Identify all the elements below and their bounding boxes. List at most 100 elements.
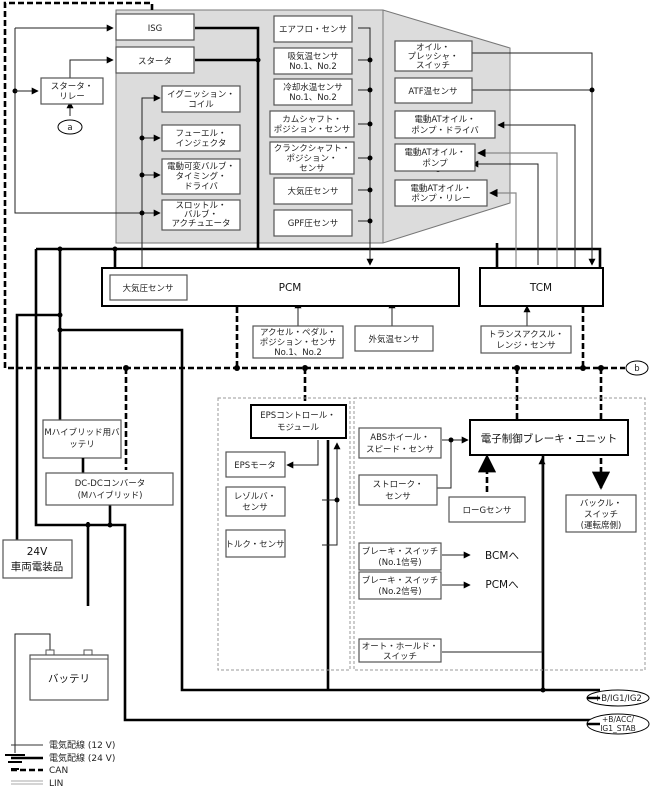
svg-text:クランクシャフト・: クランクシャフト・: [274, 144, 351, 154]
24v-isg-feed: [195, 26, 260, 249]
dcdc-converter-box[interactable]: DC-DCコンバータ (Mハイブリッド): [45, 472, 174, 506]
abs-wheel-speed-sensor-box[interactable]: ABSホイール・ スピード・センサ: [358, 427, 442, 459]
svg-text:プレッシャ・: プレッシャ・: [407, 52, 458, 62]
svg-text:IG1_STAB: IG1_STAB: [600, 724, 636, 733]
svg-text:ISG: ISG: [148, 24, 163, 34]
svg-text:ドライバ: ドライバ: [184, 182, 218, 192]
stroke-sensor-box[interactable]: ストローク・ センサ: [358, 474, 438, 506]
airflow-sensor-box[interactable]: エアフロ・センサ: [273, 15, 353, 43]
camshaft-sensor-box[interactable]: カムシャフト・ ポジション・センサ: [269, 110, 355, 138]
svg-text:ポジション・センサ: ポジション・センサ: [260, 338, 337, 348]
brake-switch-1-box[interactable]: ブレーキ・スイッチ (No.1信号): [358, 542, 442, 571]
svg-text:EPSモータ: EPSモータ: [234, 461, 275, 471]
svg-text:スイッチ: スイッチ: [416, 61, 450, 71]
svg-text:+B/ACC/: +B/ACC/: [602, 715, 634, 724]
svg-text:バルブ・: バルブ・: [184, 209, 218, 220]
svg-text:ポンプ: ポンプ: [422, 159, 448, 169]
svg-text:フューエル・: フューエル・: [175, 129, 226, 139]
mhybrid-battery-box[interactable]: Mハイブリッド用バ ッテリ: [42, 419, 122, 459]
svg-text:(No.2信号): (No.2信号): [378, 586, 421, 597]
oil-pressure-switch-box[interactable]: オイル・ プレッシャ・ スイッチ: [394, 40, 473, 72]
crankshaft-sensor-box[interactable]: クランクシャフト・ ポジション・ センサ: [269, 141, 355, 175]
legend-12v: 電気配線 (12 V): [49, 739, 115, 751]
connector-b: [625, 360, 649, 376]
svg-text:大気圧センサ: 大気圧センサ: [287, 186, 338, 197]
svg-text:ストローク・: ストローク・: [373, 480, 424, 490]
intake-temp-sensor-box[interactable]: 吸気温センサ No.1、No.2: [273, 47, 353, 75]
24v-equipment-box[interactable]: 24V 車両電装品: [2, 539, 73, 579]
svg-text:センサ: センサ: [242, 503, 268, 513]
svg-text:エアフロ・センサ: エアフロ・センサ: [279, 25, 347, 35]
brake-switch-2-box[interactable]: ブレーキ・スイッチ (No.2信号): [358, 571, 442, 600]
svg-text:コイル: コイル: [188, 100, 214, 110]
buckle-switch-box[interactable]: バックル・ スイッチ (運転席側): [565, 494, 637, 533]
svg-text:スイッチ: スイッチ: [584, 510, 618, 520]
range-sensor-box[interactable]: トランスアクスル・ レンジ・センサ: [480, 325, 572, 354]
oil-pump-relay-box[interactable]: 電動ATオイル・ ポンプ・リレー: [394, 179, 488, 207]
resolver-sensor-box[interactable]: レゾルバ・ センサ: [225, 486, 286, 517]
svg-text:ABSホイール・: ABSホイール・: [370, 433, 429, 443]
pcm-internal-baro-sensor[interactable]: 大気圧センサ: [109, 274, 188, 301]
tcm-box[interactable]: TCM: [479, 267, 604, 307]
svg-text:スタータ: スタータ: [138, 57, 172, 67]
svg-text:トルク・センサ: トルク・センサ: [225, 540, 284, 550]
svg-text:ポンプ・ドライバ: ポンプ・ドライバ: [411, 126, 479, 136]
connector-b-label: b: [634, 364, 639, 374]
svg-text:ブレーキ・スイッチ: ブレーキ・スイッチ: [362, 575, 439, 586]
svg-text:電動ATオイル・: 電動ATオイル・: [414, 114, 475, 125]
torque-sensor-box[interactable]: トルク・センサ: [225, 529, 286, 558]
eps-motor-box[interactable]: EPSモータ: [225, 451, 286, 478]
gpf-sensor-box[interactable]: GPF圧センサ: [273, 209, 353, 237]
accel-pedal-sensor-box[interactable]: アクセル・ペダル・ ポジション・センサ No.1、No.2: [252, 325, 344, 359]
to-bcm-label: BCMへ: [485, 550, 519, 562]
ambient-temp-sensor-box[interactable]: 外気温センサ: [354, 325, 434, 352]
svg-text:ATF温センサ: ATF温センサ: [408, 86, 457, 97]
isg-box[interactable]: ISG: [115, 13, 195, 41]
throttle-actuator-box[interactable]: スロットル・ バルブ・ アクチュエータ: [161, 199, 241, 231]
svg-text:DC-DCコンバータ: DC-DCコンバータ: [75, 479, 146, 489]
fuel-injector-box[interactable]: フューエル・ インジェクタ: [161, 124, 241, 152]
svg-text:電子制御ブレーキ・ユニット: 電子制御ブレーキ・ユニット: [481, 432, 618, 445]
starter-relay-box[interactable]: スタータ・ リレー: [40, 77, 104, 105]
low-g-sensor-box[interactable]: ローGセンサ: [448, 496, 526, 523]
brake-zone: [353, 397, 646, 671]
legend-24v: 電気配線 (24 V): [49, 752, 115, 764]
legend: 電気配線 (12 V) 電気配線 (24 V) CAN LIN: [11, 739, 115, 789]
oil-pump-driver-box[interactable]: 電動ATオイル・ ポンプ・ドライバ: [394, 110, 496, 139]
svg-text:大気圧センサ: 大気圧センサ: [122, 283, 173, 294]
svg-text:PCM: PCM: [279, 282, 302, 294]
svg-text:(Mハイブリッド): (Mハイブリッド): [78, 490, 143, 501]
power-ig1-ig2-label: +B/IG1/IG2: [594, 694, 642, 704]
baro-sensor-box[interactable]: 大気圧センサ: [273, 177, 353, 205]
coolant-temp-sensor-box[interactable]: 冷却水温センサ No.1、No.2: [273, 78, 353, 106]
legend-can: CAN: [49, 766, 68, 776]
svg-text:電動ATオイル・: 電動ATオイル・: [410, 183, 471, 194]
starter-box[interactable]: スタータ: [115, 46, 195, 74]
svg-text:トランスアクスル・: トランスアクスル・: [488, 330, 564, 340]
svg-text:インジェクタ: インジェクタ: [176, 139, 227, 149]
vvt-driver-box[interactable]: 電動可変バルブ・ タイミング・ ドライバ: [161, 158, 241, 195]
can-bus-outer-loop: [3, 1, 625, 370]
svg-text:No.1、No.2: No.1、No.2: [274, 348, 322, 358]
auto-hold-switch-box[interactable]: オート・ホールド・ スイッチ: [358, 638, 442, 663]
svg-text:スロットル・: スロットル・: [175, 201, 226, 211]
eps-module-box[interactable]: EPSコントロール・ モジュール: [250, 404, 347, 439]
svg-text:ポジション・センサ: ポジション・センサ: [274, 125, 351, 135]
svg-text:ブレーキ・スイッチ: ブレーキ・スイッチ: [362, 546, 439, 557]
svg-text:スタータ・: スタータ・: [51, 82, 94, 92]
svg-text:カムシャフト・: カムシャフト・: [282, 115, 342, 125]
oil-pump-box[interactable]: 電動ATオイル・ ポンプ: [394, 143, 476, 172]
svg-text:ローGセンサ: ローGセンサ: [462, 506, 511, 516]
svg-text:No.1、No.2: No.1、No.2: [289, 93, 337, 103]
svg-text:No.1、No.2: No.1、No.2: [289, 62, 337, 72]
ignition-coil-box[interactable]: イグニッション・ コイル: [161, 85, 241, 113]
battery-box[interactable]: バッテリ: [29, 649, 109, 701]
atf-temp-sensor-box[interactable]: ATF温センサ: [394, 77, 473, 104]
svg-text:センサ: センサ: [385, 492, 411, 502]
svg-text:センサ: センサ: [299, 164, 325, 174]
svg-text:オイル・: オイル・: [416, 43, 450, 53]
svg-text:イグニッション・: イグニッション・: [167, 89, 235, 100]
svg-text:スピード・センサ: スピード・センサ: [366, 445, 434, 455]
electronic-brake-unit-box[interactable]: 電子制御ブレーキ・ユニット: [469, 419, 629, 456]
